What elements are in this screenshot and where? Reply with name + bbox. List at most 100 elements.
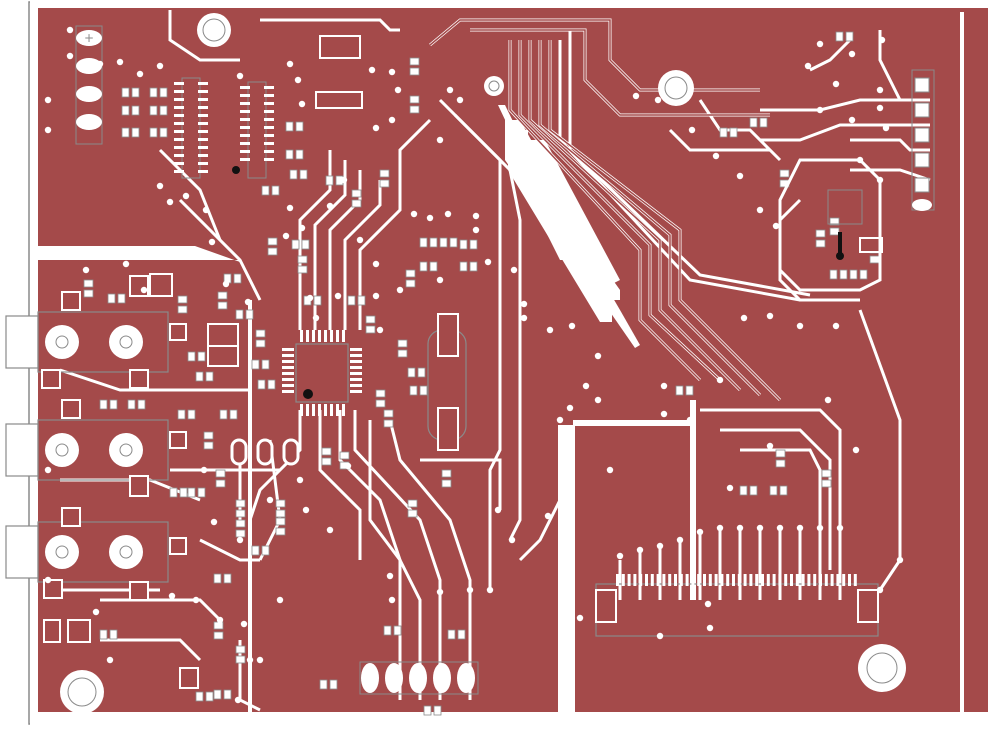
passive-component xyxy=(195,691,214,702)
audio-jack xyxy=(5,419,169,481)
passive-component xyxy=(149,127,168,138)
passive-component xyxy=(177,295,188,314)
via xyxy=(816,106,824,114)
passive-component xyxy=(195,371,214,382)
via xyxy=(446,86,454,94)
connector-pin xyxy=(621,574,625,586)
via xyxy=(486,586,494,594)
passive-component xyxy=(257,379,276,390)
via xyxy=(372,292,380,300)
via xyxy=(444,210,452,218)
via xyxy=(286,60,294,68)
via xyxy=(686,416,694,424)
via xyxy=(394,86,402,94)
passive-component xyxy=(215,469,226,488)
via xyxy=(44,576,52,584)
via xyxy=(896,556,904,564)
via xyxy=(766,442,774,450)
connector-pin xyxy=(662,574,666,586)
mounting-holes xyxy=(60,13,906,714)
right-ic-outline xyxy=(827,189,863,225)
via xyxy=(368,66,376,74)
via xyxy=(882,124,890,132)
connector-pin xyxy=(674,574,677,586)
connector-pin xyxy=(743,574,747,586)
vias xyxy=(44,26,904,704)
passive-component xyxy=(203,431,214,450)
via xyxy=(168,592,176,600)
via xyxy=(106,656,114,664)
connector-pin xyxy=(836,574,840,586)
ic-left-2 xyxy=(240,81,274,179)
via xyxy=(240,620,248,628)
passive-component xyxy=(405,269,416,288)
connector-pin xyxy=(703,574,706,586)
via xyxy=(856,156,864,164)
via xyxy=(236,536,244,544)
via xyxy=(156,62,164,70)
via xyxy=(740,314,748,322)
audio-jack xyxy=(5,521,169,583)
via xyxy=(836,524,844,532)
via xyxy=(222,280,230,288)
via xyxy=(832,322,840,330)
audio-jack xyxy=(5,311,169,373)
passive-component xyxy=(365,315,376,334)
via xyxy=(386,572,394,580)
passive-component xyxy=(251,545,270,556)
via xyxy=(594,352,602,360)
via xyxy=(116,58,124,66)
passive-component xyxy=(255,329,266,348)
via xyxy=(660,382,668,390)
passive-component xyxy=(213,689,232,700)
connector-pin xyxy=(732,574,735,586)
edge-connector xyxy=(595,574,879,637)
connector-pin xyxy=(639,574,643,586)
via xyxy=(716,524,724,532)
via xyxy=(436,276,444,284)
via xyxy=(306,294,314,302)
passive-component xyxy=(739,485,758,496)
header-bottom xyxy=(359,661,479,695)
via xyxy=(712,152,720,160)
passive-component xyxy=(815,229,826,248)
via xyxy=(210,518,218,526)
via xyxy=(736,172,744,180)
via xyxy=(236,72,244,80)
passive-component xyxy=(829,217,840,236)
connector-pin xyxy=(645,574,648,586)
passive-component xyxy=(217,291,228,310)
passive-component xyxy=(285,149,304,160)
connector-pin xyxy=(761,574,764,586)
passive-component xyxy=(321,447,332,466)
via xyxy=(326,202,334,210)
passive-component xyxy=(419,261,438,272)
passive-component xyxy=(187,351,206,362)
via xyxy=(156,182,164,190)
via xyxy=(688,126,696,134)
connector-pin xyxy=(650,574,654,586)
connector-pin xyxy=(824,574,828,586)
via xyxy=(772,222,780,230)
passive-component xyxy=(423,705,442,716)
via xyxy=(510,266,518,274)
header-left: + xyxy=(75,25,103,145)
passive-component xyxy=(351,189,362,208)
via xyxy=(286,204,294,212)
via xyxy=(594,396,602,404)
passive-component xyxy=(177,409,196,420)
via xyxy=(544,512,552,520)
via xyxy=(576,614,584,622)
via xyxy=(166,198,174,206)
via xyxy=(616,552,624,560)
via xyxy=(344,462,352,470)
passive-component xyxy=(83,279,94,298)
passive-component xyxy=(107,293,126,304)
via xyxy=(376,326,384,334)
passives xyxy=(83,31,880,716)
via xyxy=(796,322,804,330)
via xyxy=(804,62,812,70)
large-pads xyxy=(41,35,883,689)
connector-pin xyxy=(830,574,834,586)
via xyxy=(766,312,774,320)
